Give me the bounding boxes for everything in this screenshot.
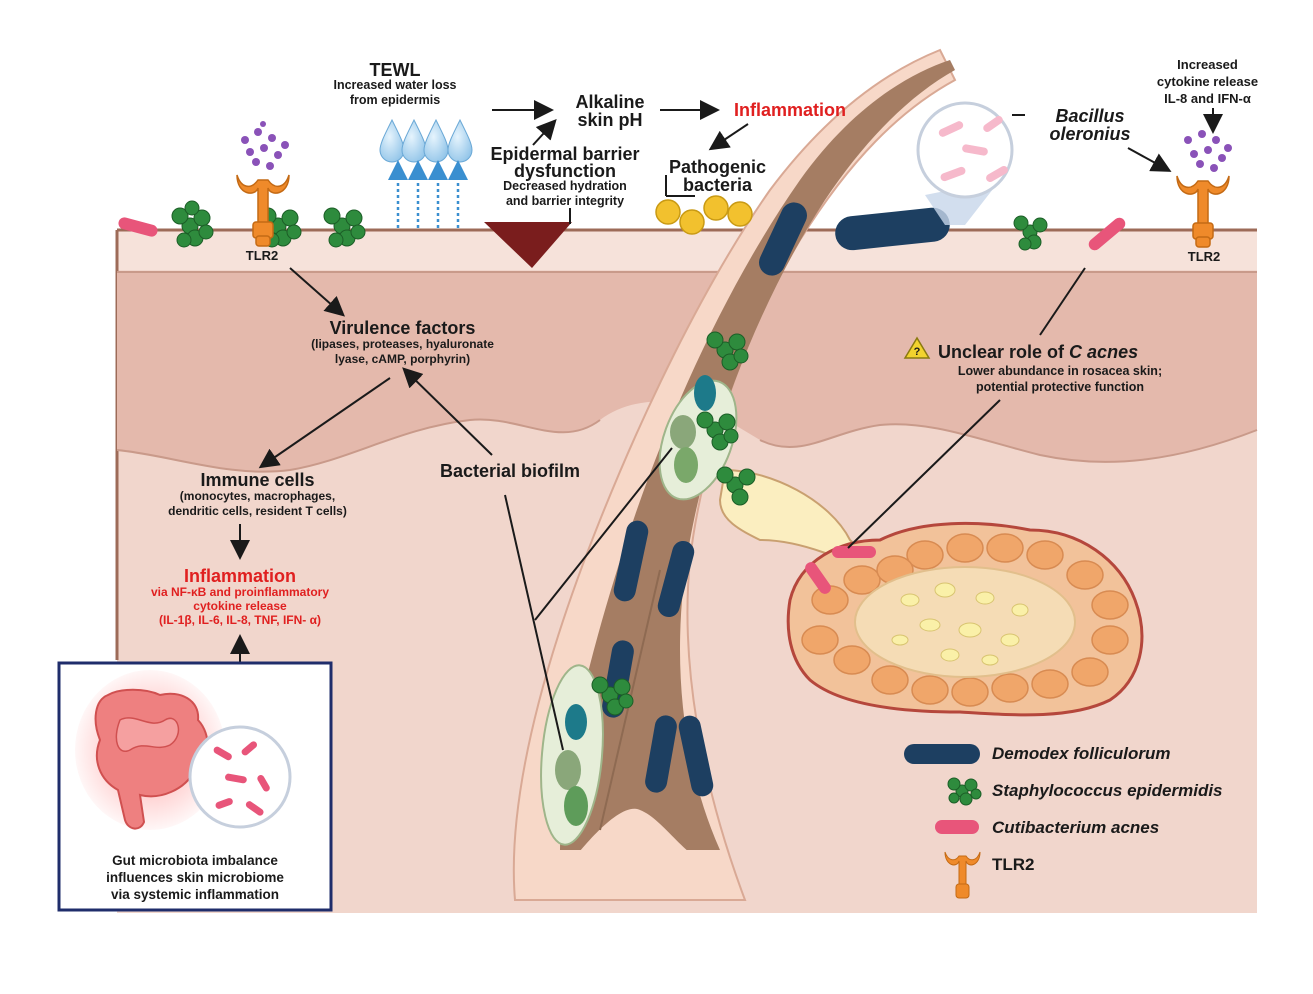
bacillus-label-1: Bacillus [1055, 106, 1125, 126]
alkaline-label-1: Alkaline [575, 92, 645, 112]
sebum-droplets [891, 582, 1029, 666]
tlr2-icon-right [1176, 175, 1230, 248]
water-loss-arrows [388, 160, 468, 228]
inflammation-mid-sub-2: cytokine release [193, 599, 287, 613]
cytokine-label-2: cytokine release [1156, 74, 1259, 89]
cacnes-role-sub-1: Lower abundance in rosacea skin; [957, 364, 1163, 378]
cacnes-gland [805, 562, 831, 594]
water-drops-icon [379, 118, 473, 163]
dermal-papillae-line [116, 418, 1258, 473]
tewl-subtitle-1: Increased water loss [333, 78, 457, 92]
pathogenic-bacteria-icon [655, 195, 753, 235]
immune-title: Immune cells [200, 470, 315, 490]
legend-staph-icon [947, 777, 982, 806]
inflammation-top-label: Inflammation [733, 100, 846, 120]
cytokine-label-3: IL-8 and IFN-α [1164, 91, 1251, 106]
cacnes-role-title: Unclear role of C acnes [938, 342, 1173, 363]
inflammation-mid-sub-1: via NF-κB and proinflammatory [150, 585, 330, 599]
warning-icon: ? [903, 336, 931, 359]
barrier-label-1: Epidermal barrier [490, 144, 640, 164]
cacnes-duct [832, 546, 876, 558]
cacnes-role-sub-2: potential protective function [975, 380, 1145, 394]
virulence-sub-2: lyase, cAMP, porphyrin) [334, 352, 471, 366]
tlr2-icon-left [236, 174, 290, 247]
gland-lumen [854, 566, 1076, 678]
biofilm-label: Bacterial biofilm [439, 461, 581, 481]
biofilm-cluster-upper [658, 375, 738, 501]
gut-microbes [213, 741, 270, 816]
legend-demodex-icon [904, 744, 980, 764]
cacnes-role-title-species: C acnes [1069, 342, 1139, 362]
tewl-title: TEWL [369, 60, 421, 80]
bacillus-rods [938, 115, 1008, 182]
gland-cells [801, 533, 1129, 707]
legend-demodex-label: Demodex folliculorum [992, 744, 1171, 763]
tewl-subtitle-2: from epidermis [349, 93, 441, 107]
tlr2-left-label: TLR2 [245, 248, 279, 263]
tlr2-right-label: TLR2 [1187, 249, 1221, 264]
virulence-title: Virulence factors [329, 318, 476, 338]
gut-caption-2: influences skin microbiome [106, 870, 284, 885]
inflammation-mid-label: Inflammation [183, 566, 296, 586]
immune-sub-1: (monocytes, macrophages, [179, 489, 336, 503]
flow-arrows [230, 100, 1172, 751]
barrier-sub-2: and barrier integrity [505, 194, 625, 208]
gut-caption-1: Gut microbiota imbalance [112, 853, 278, 868]
hair-bulb [565, 808, 720, 894]
cytokine-label-1: Increased [1177, 57, 1238, 72]
cacnes-role-title-prefix: Unclear role of [938, 342, 1070, 362]
cacnes-surface-right [1088, 217, 1126, 251]
staph-clusters [171, 200, 1048, 716]
barrier-sub-1: Decreased hydration [503, 179, 627, 193]
cacnes-surface-left [118, 217, 158, 237]
alkaline-label-2: skin pH [577, 110, 643, 130]
legend-tlr2-icon [944, 851, 981, 899]
inflammation-mid-sub-3: (IL-1β, IL-6, IL-8, TNF, IFN- α) [158, 613, 322, 627]
small-intestine-icon [115, 717, 180, 752]
pathogenic-label-1: Pathogenic [668, 157, 766, 177]
immune-sub-2: dendritic cells, resident T cells) [168, 504, 347, 518]
legend-cacnes-label: Cutibacterium acnes [992, 818, 1160, 837]
barrier-label-2: dysfunction [514, 161, 616, 181]
pathogenic-label-2: bacteria [682, 175, 753, 195]
biofilm-cluster-lower [540, 664, 604, 846]
legend-staph-label: Staphylococcus epidermidis [992, 781, 1223, 800]
bacillus-label-2: oleronius [1049, 124, 1131, 144]
legend-cacnes-icon [935, 820, 979, 834]
virulence-sub-1: (lipases, proteases, hyaluronate [311, 337, 494, 351]
barrier-defect-triangle [484, 222, 572, 268]
svg-text:?: ? [914, 346, 921, 358]
ligand-dots-right [1184, 130, 1232, 172]
ligand-dots-left [241, 121, 289, 170]
legend-tlr2-label: TLR2 [992, 855, 1035, 874]
gut-caption-3: via systemic inflammation [110, 887, 280, 902]
epidermis-layer [117, 230, 1257, 270]
hair-shaft [560, 60, 955, 850]
